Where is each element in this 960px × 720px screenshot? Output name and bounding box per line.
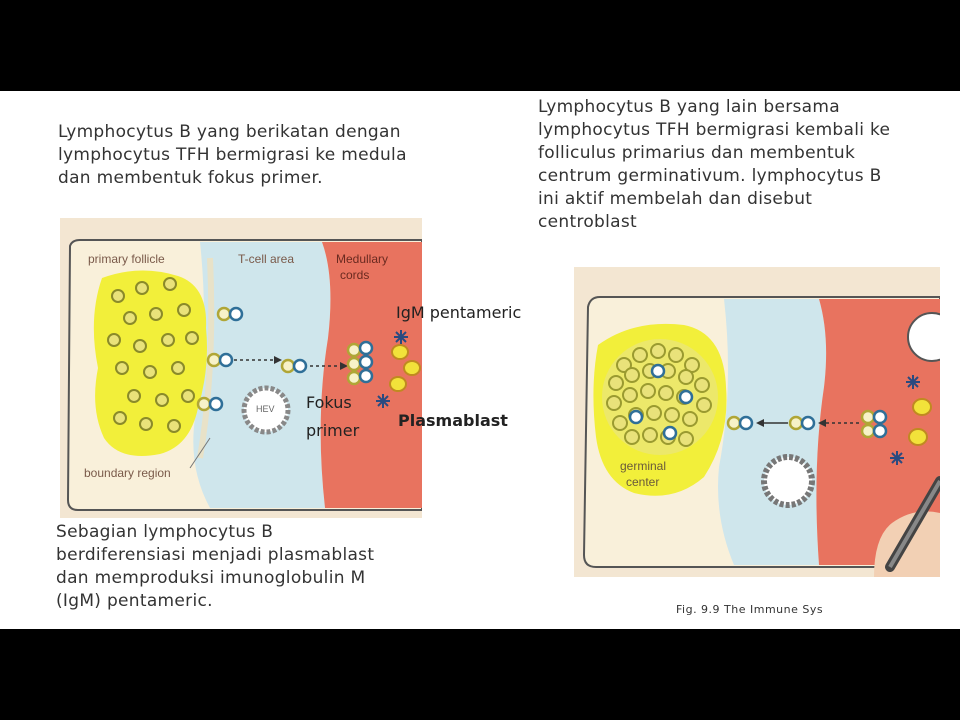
text-line: berdiferensiasi menjadi plasmablast — [56, 545, 375, 565]
left-diagram-panel: primary follicle T-cell area Medullary c… — [60, 218, 422, 518]
label-center: center — [626, 475, 660, 489]
label-primer: primer — [306, 421, 360, 440]
label-plasmablast: Plasmablast — [398, 411, 508, 430]
right-diagram-illustration — [582, 296, 940, 577]
label-t-cell-area: T-cell area — [238, 252, 295, 266]
text-line: dan membentuk fokus primer. — [58, 168, 323, 188]
left-diagram-illustration — [66, 239, 422, 511]
text-bottom-left: Sebagian lymphocytus B berdiferensiasi m… — [56, 521, 374, 613]
text-line: Lymphocytus B yang berikatan dengan — [58, 122, 401, 142]
label-primary-follicle: primary follicle — [88, 252, 165, 266]
label-hev: HEV — [256, 404, 275, 414]
label-igm-pentameric: IgM pentameric — [396, 303, 522, 322]
text-line: dan memproduksi imunoglobulin M — [56, 568, 366, 588]
text-line: centrum germinativum. lymphocytus B — [538, 166, 882, 186]
text-line: lymphocytus TFH bermigrasi kembali ke — [538, 120, 891, 140]
figure-caption: Fig. 9.9 The Immune Sys — [676, 603, 824, 616]
text-line: lymphocytus TFH bermigrasi ke medula — [58, 145, 407, 165]
text-top-right: Lymphocytus B yang lain bersama lymphocy… — [538, 96, 890, 234]
slide: Lymphocytus B yang berikatan dengan lymp… — [0, 91, 960, 629]
text-line: Lymphocytus B yang lain bersama — [538, 97, 840, 117]
text-line: ini aktif membelah dan disebut — [538, 189, 813, 209]
label-fokus: Fokus — [306, 393, 352, 412]
text-line: centroblast — [538, 212, 638, 232]
text-top-left: Lymphocytus B yang berikatan dengan lymp… — [58, 121, 407, 190]
text-line: (IgM) pentameric. — [56, 591, 213, 611]
label-boundary-region: boundary region — [84, 466, 171, 480]
text-line: folliculus primarius dan membentuk — [538, 143, 856, 163]
label-cords: cords — [340, 268, 370, 282]
right-diagram-panel: germinal center — [574, 267, 940, 577]
label-medullary: Medullary — [336, 252, 389, 266]
text-line: Sebagian lymphocytus B — [56, 522, 274, 542]
label-germinal: germinal — [620, 459, 667, 473]
